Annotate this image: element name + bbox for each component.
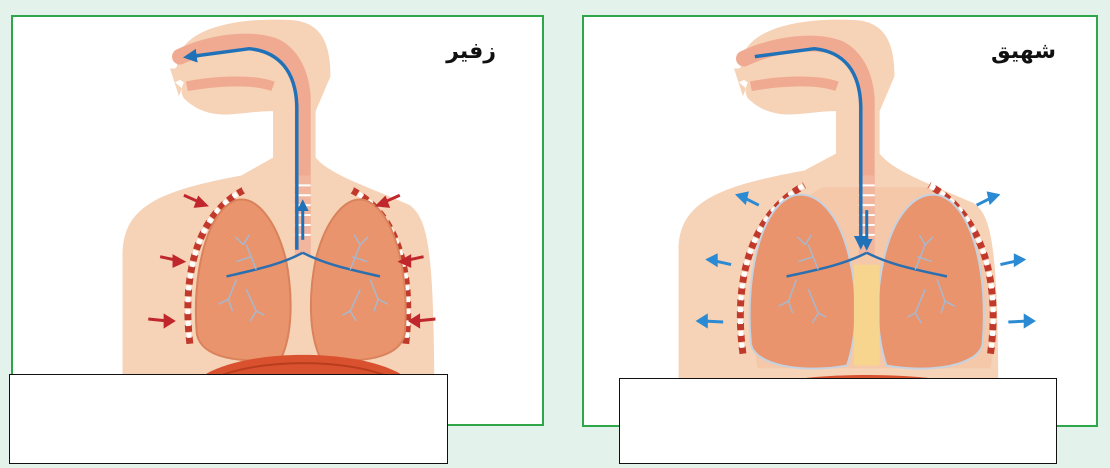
exhalation-panel: زفير	[11, 15, 544, 426]
exhalation-title: زفير	[446, 39, 496, 64]
inhalation-diagram	[584, 17, 1096, 425]
inhalation-answer-box[interactable]	[619, 378, 1057, 464]
inhalation-panel: شهيق	[582, 15, 1098, 427]
exhalation-diagram	[13, 17, 542, 424]
inhalation-title: شهيق	[991, 39, 1056, 64]
exhalation-answer-box[interactable]	[9, 374, 448, 464]
